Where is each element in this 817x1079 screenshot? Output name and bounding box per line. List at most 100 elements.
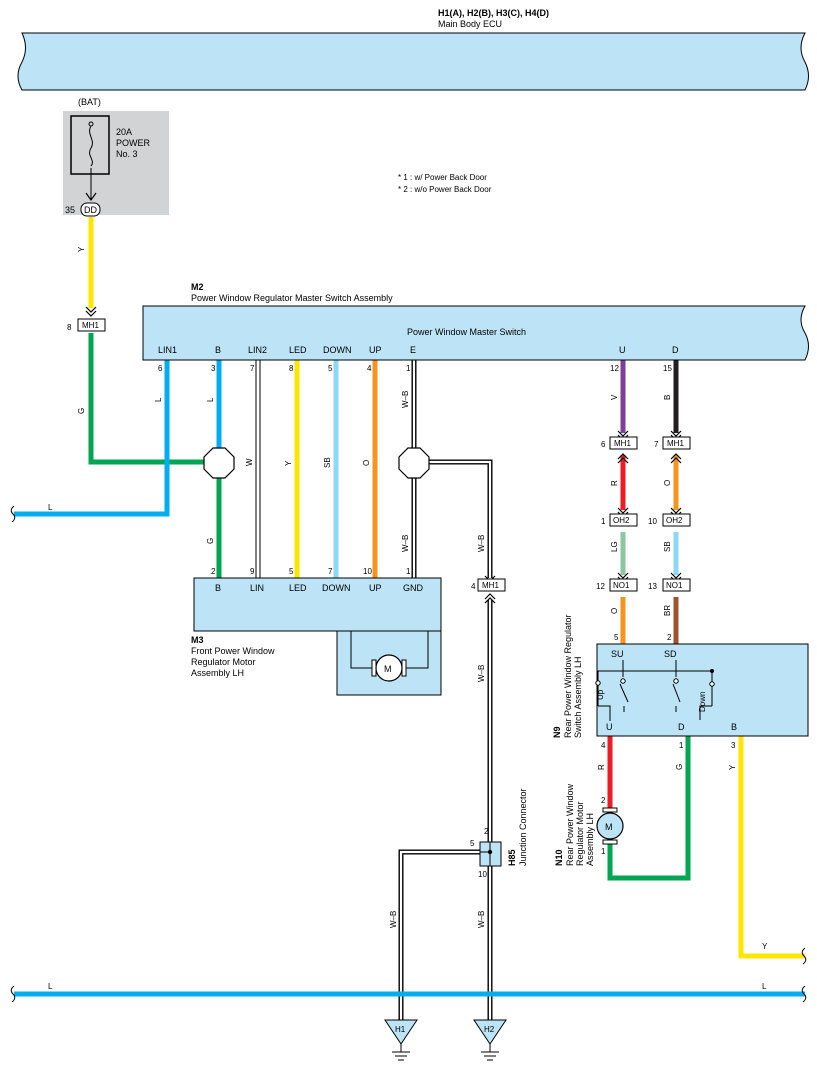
connector-arrow-icon — [617, 453, 629, 464]
wire-g-n10 — [607, 736, 691, 881]
pin-number: 1 — [601, 847, 606, 856]
wire-label: B — [663, 395, 672, 400]
rear-switch-box — [596, 643, 809, 737]
pin-label: LIN1 — [158, 345, 177, 355]
connector-box — [662, 436, 691, 450]
wire-label: O — [362, 460, 371, 466]
wire-label: W–B — [477, 911, 486, 928]
n10-name-2: Regulator Motor — [575, 801, 585, 866]
pin-number: 9 — [250, 567, 255, 576]
fuse-name-1: POWER — [116, 138, 151, 148]
m2-code: M2 — [191, 282, 204, 292]
wire-label: L — [154, 397, 163, 402]
wire-label: W — [245, 458, 254, 466]
pin-number: 2 — [211, 567, 216, 576]
wire-label: L — [206, 397, 215, 402]
pin-label: U — [606, 722, 613, 732]
m3-name-2: Regulator Motor — [191, 657, 256, 667]
pin-label: B — [215, 345, 221, 355]
wire-label: LG — [610, 541, 619, 552]
connector-pin: 10 — [648, 517, 657, 526]
wire-label: BR — [663, 605, 672, 616]
wire-label: W–B — [401, 391, 410, 408]
connector-box — [609, 513, 638, 527]
connector-box — [609, 436, 638, 450]
front-motor-box — [193, 577, 442, 632]
switch-contact — [595, 680, 601, 686]
splice-node — [398, 447, 430, 479]
pin-number: 10 — [363, 567, 372, 576]
pin-label: B — [731, 722, 737, 732]
pin-number: 2 — [484, 827, 489, 836]
pin-label: SD — [664, 649, 677, 659]
n9-name-2: Switch Assembly LH — [573, 656, 583, 738]
wire-break-icon — [10, 985, 16, 1003]
motor-brush — [371, 659, 377, 677]
pin-label: SU — [611, 649, 624, 659]
pin-label: LED — [289, 345, 307, 355]
motor-icon — [375, 654, 403, 682]
connector-name: OH2 — [666, 516, 683, 525]
pin-number: 5 — [328, 364, 333, 373]
wire-break-icon — [801, 985, 807, 1003]
pin-number: 2 — [667, 633, 672, 642]
connector-name: MH1 — [667, 439, 684, 448]
pin-label: D — [672, 345, 679, 355]
ground-icon — [473, 1019, 507, 1045]
connector-box — [662, 513, 691, 527]
connector-box — [609, 578, 638, 592]
note-1: * 1 : w/ Power Back Door — [398, 173, 487, 182]
switch-up-label: Up — [596, 689, 605, 700]
pin-label: DOWN — [323, 345, 352, 355]
pin-number: 15 — [663, 364, 672, 373]
connector-pin: 1 — [601, 517, 606, 526]
pin-number: 4 — [601, 741, 606, 750]
connector-pin: 12 — [596, 582, 605, 591]
ground-label: H1 — [395, 1025, 406, 1034]
pin-label: LIN2 — [248, 345, 267, 355]
connector-arrow-icon — [85, 306, 97, 317]
connector-pin: 13 — [648, 582, 657, 591]
connector-box — [662, 578, 691, 592]
fuse-box — [70, 115, 110, 175]
pin-number: 7 — [250, 364, 255, 373]
wire-y-n9 — [738, 736, 805, 959]
n10-name-1: Rear Power Window — [565, 783, 575, 866]
wire-break-icon — [10, 505, 16, 523]
pin-number: 3 — [731, 741, 736, 750]
wire-label: Y — [728, 764, 737, 770]
wire-label: O — [663, 480, 672, 486]
pin-label: D — [678, 722, 685, 732]
wire-label: W–B — [477, 535, 486, 552]
pin-number: 5 — [470, 839, 475, 848]
n9-name-1: Rear Power Window Regulator — [563, 614, 573, 738]
pin-number: 5 — [614, 633, 619, 642]
h85-code: H85 — [507, 849, 517, 866]
wire-label: SB — [663, 541, 672, 552]
motor-brush — [602, 807, 618, 813]
ecu-name: Main Body ECU — [438, 19, 502, 29]
wire-label: O — [610, 608, 619, 614]
pin-number: 8 — [289, 364, 294, 373]
wire-label: R — [597, 764, 606, 770]
fuse-pin: 35 — [65, 205, 75, 215]
wire-label: W–B — [477, 665, 486, 682]
pin-number: 3 — [211, 364, 216, 373]
wire-label: L — [48, 982, 53, 991]
switch-contact — [620, 678, 626, 684]
pin-label: E — [410, 345, 416, 355]
splice-node — [203, 447, 235, 479]
wire-label: R — [610, 480, 619, 486]
ground-icon — [384, 1019, 418, 1045]
m3-name-1: Front Power Window — [191, 646, 275, 656]
wire-label: Y — [284, 460, 293, 466]
pin-label: B — [215, 583, 221, 593]
pin-label: GND — [403, 583, 424, 593]
motor-lead — [350, 631, 374, 669]
connector-arrow-icon — [670, 453, 682, 464]
fuse-source: (BAT) — [78, 97, 101, 107]
n10-code: N10 — [554, 849, 564, 866]
pin-number: 5 — [289, 567, 294, 576]
ground-label: H2 — [484, 1025, 495, 1034]
fuse-area — [63, 111, 169, 215]
